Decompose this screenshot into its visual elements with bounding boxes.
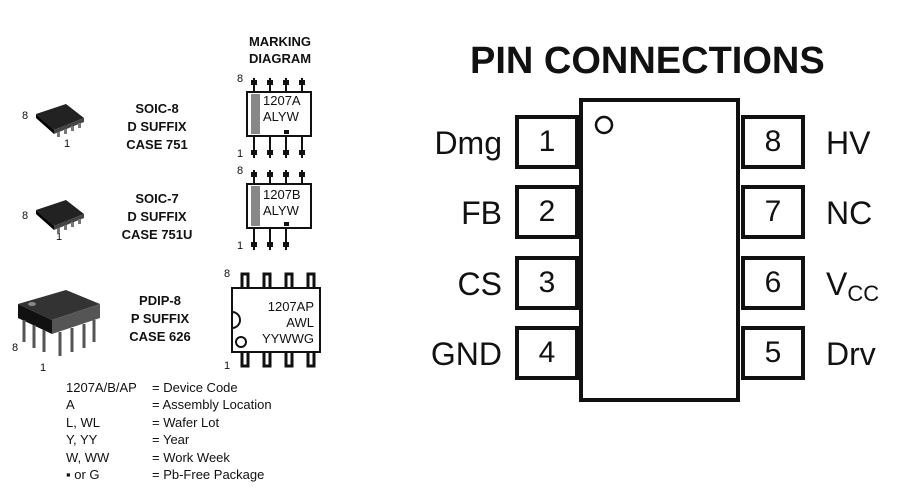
marking1-text: 1207A ALYW [263,93,301,125]
legend-value: = Year [152,432,190,447]
legend-value: = Assembly Location [152,397,272,412]
marking3-pin8: 8 [224,268,231,280]
marking3-text: 1207AP AWL YYWWG [250,299,314,347]
pin-5-box: 5 [741,326,805,380]
marking-line: 1207AP [267,299,314,314]
marking-line: ALYW [263,203,299,218]
legend-key: ▪ or G [66,467,100,482]
soic7-pin1-label: 1 [56,231,63,243]
legend-key: Y, YY [66,432,98,447]
soic8-label: SOIC-8 D SUFFIX CASE 751 [102,100,212,154]
pin-6-name-main: V [826,266,848,302]
pdip8-label: PDIP-8 P SUFFIX CASE 626 [105,292,215,346]
ic-body [579,98,740,402]
pin-4-box: 4 [515,326,579,380]
pdip8-pin8-label: 8 [12,342,19,354]
pin-8-box: 8 [741,115,805,169]
legend-value: = Pb-Free Package [152,467,265,482]
marking-diagram-title: MARKING DIAGRAM [225,33,335,67]
marking-title-line: MARKING [248,34,312,49]
marking1-pin8: 8 [237,73,244,85]
legend-key: A [66,397,75,412]
marking-title-line: DIAGRAM [248,51,312,66]
pin-3-name: CS [457,266,502,302]
package-line: D SUFFIX [127,209,187,224]
pin-6-box: 6 [741,256,805,310]
package-line: CASE 751U [121,227,193,242]
pin-8-name: HV [826,125,871,161]
pin-4-name: GND [430,336,502,372]
package-line: D SUFFIX [127,119,187,134]
marking-line: 1207A [263,93,301,108]
soic7-package-icon [36,200,84,233]
legend-key: L, WL [66,415,100,430]
marking-line: YYWWG [262,331,314,346]
soic8-package-icon [36,104,84,137]
pin-5-name: Drv [826,336,876,372]
package-line: SOIC-8 [135,101,179,116]
soic8-pin8-label: 8 [22,110,29,122]
pin-1-name: Dmg [434,125,502,161]
package-line: CASE 626 [129,329,191,344]
pdip8-pin1-label: 1 [40,362,47,374]
pin1-indicator-icon [594,115,614,135]
legend-key: W, WW [66,450,110,465]
marking3-pin1: 1 [224,360,231,372]
marking3-outline [231,272,321,368]
pin-7-name: NC [826,195,873,231]
pin-7-box: 7 [741,185,805,239]
marking-line: 1207B [263,187,301,202]
marking2-pin1: 1 [237,240,244,252]
legend-value: = Wafer Lot [152,415,220,430]
marking1-pin1: 1 [237,148,244,160]
pin-1-box: 1 [515,115,579,169]
pin-2-name: FB [461,195,502,231]
package-line: CASE 751 [126,137,188,152]
soic7-label: SOIC-7 D SUFFIX CASE 751U [102,190,212,244]
package-line: PDIP-8 [139,293,181,308]
marking2-pin8: 8 [237,165,244,177]
marking-line: AWL [286,315,314,330]
package-line: SOIC-7 [135,191,179,206]
marking-line: ALYW [263,109,299,124]
pin-2-box: 2 [515,185,579,239]
pin-6-name: VCC [826,266,879,306]
package-line: P SUFFIX [130,311,190,326]
marking2-outline [246,170,312,250]
legend-value: = Work Week [152,450,230,465]
pin-connections-title: PIN CONNECTIONS [470,40,825,82]
soic8-pin1-label: 1 [64,138,71,150]
pdip8-package-icon [18,290,100,356]
legend-value: = Device Code [152,380,238,395]
pin-3-box: 3 [515,256,579,310]
marking2-text: 1207B ALYW [263,187,301,219]
soic7-pin8-label: 8 [22,210,29,222]
legend-key: 1207A/B/AP [66,380,137,395]
marking1-outline [246,78,312,158]
pin-6-name-sub: CC [847,281,880,306]
